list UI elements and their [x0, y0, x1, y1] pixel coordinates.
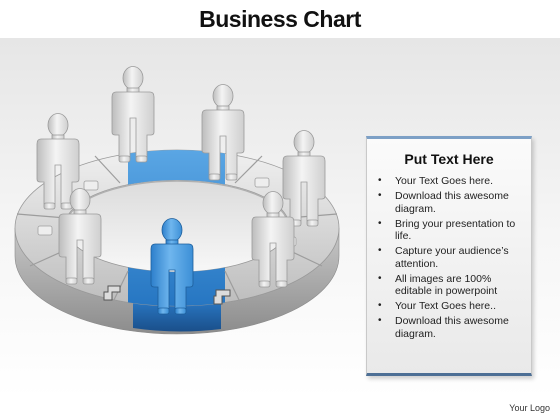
bullet-item: Download this awesome diagram. — [375, 190, 523, 215]
bullet-item: Bring your presentation to life. — [375, 218, 523, 243]
panel-heading: Put Text Here — [404, 151, 494, 167]
highlight-segment-side — [133, 300, 221, 332]
panel-bullet-list: Your Text Goes here. Download this aweso… — [375, 175, 523, 340]
slide-title: Business Chart — [199, 6, 361, 32]
person-figure-back-left — [111, 66, 155, 163]
ring-diagram — [14, 66, 340, 335]
text-panel: Put Text Here Your Text Goes here. Downl… — [366, 136, 532, 376]
bullet-item: Capture your audience’s attention. — [375, 245, 523, 270]
bullet-item: Download this awesome diagram. — [375, 315, 523, 340]
footer-logo-text: Your Logo — [509, 403, 550, 413]
bullet-item: All images are 100% editable in powerpoi… — [375, 273, 523, 298]
blue-segment-tabs — [103, 285, 231, 305]
diagram-stage: Put Text Here Your Text Goes here. Downl… — [0, 38, 560, 398]
bullet-item: Your Text Goes here.. — [375, 300, 523, 313]
bullet-item: Your Text Goes here. — [375, 175, 523, 188]
